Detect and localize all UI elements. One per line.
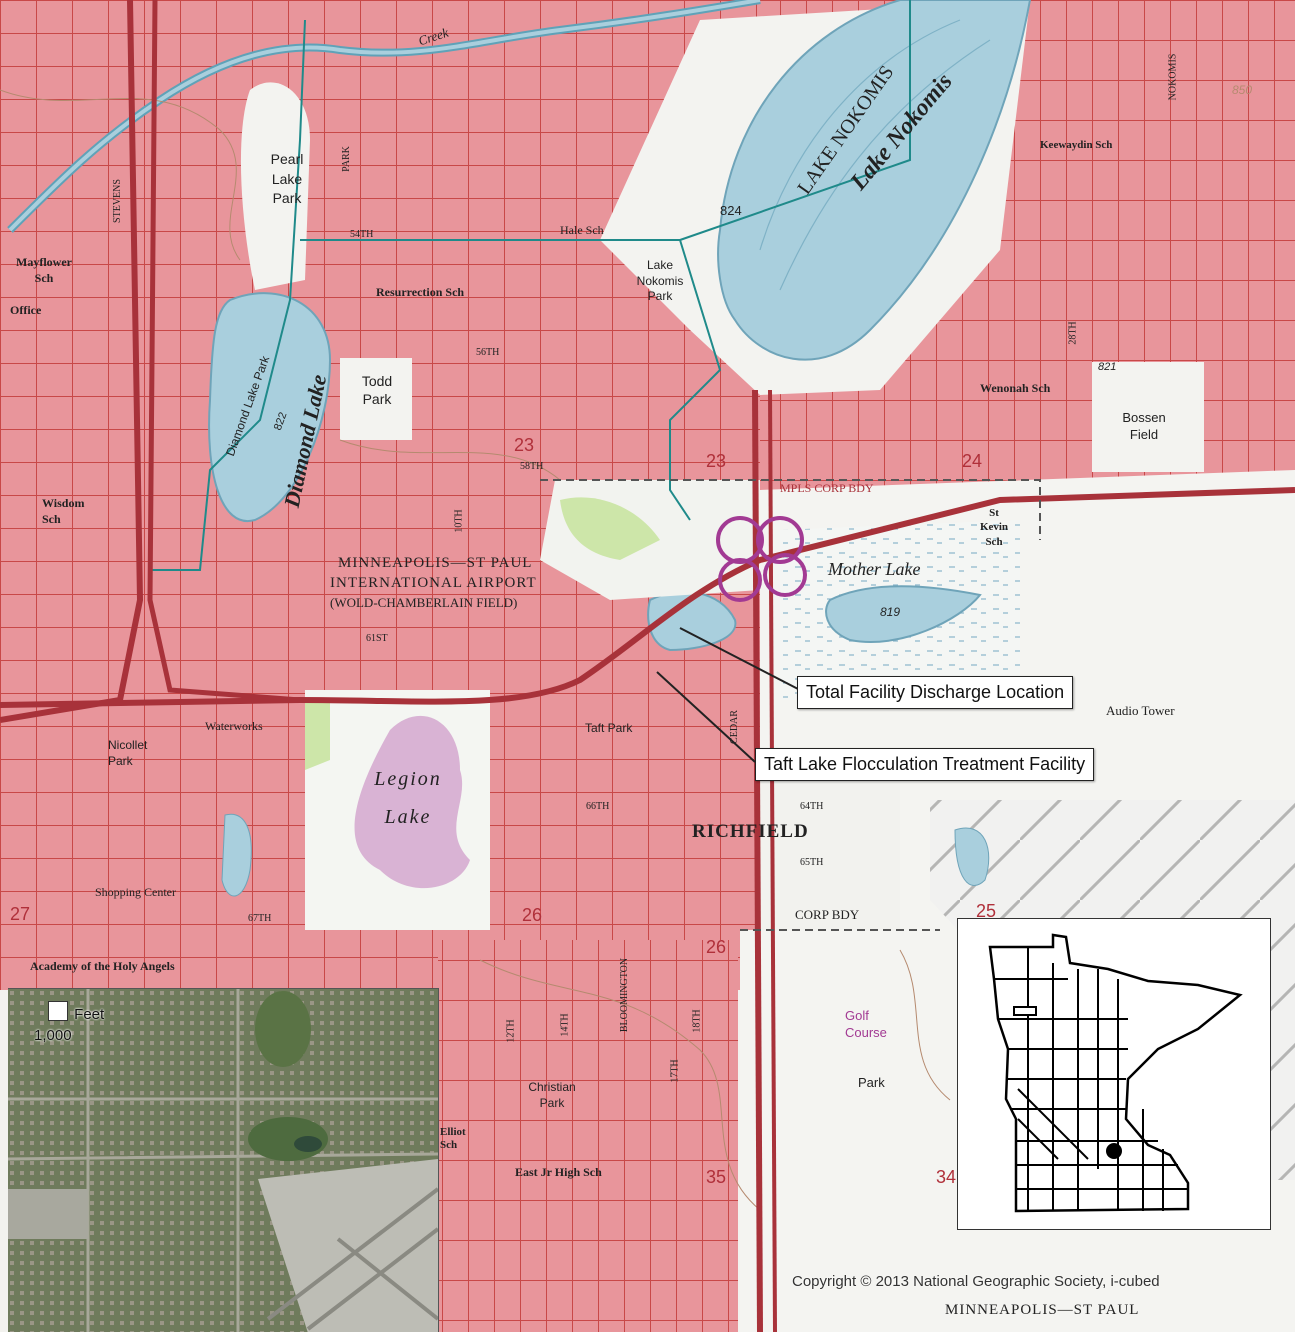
label-richfield: RICHFIELD [692,821,809,842]
label-street-64th: 64TH [800,801,824,812]
scale-value: 1,000 [34,1027,72,1044]
callout-flocculation-facility[interactable]: Taft Lake Flocculation Treatment Facilit… [755,748,1095,781]
label-nicollet-park: Nicollet Park [108,738,148,768]
label-elev-819: 819 [880,605,901,619]
label-section-25: 25 [976,901,997,921]
copyright-text: Copyright © 2013 National Geographic Soc… [792,1273,1160,1290]
label-street-67th: 67TH [248,913,272,924]
label-airport-line1: MINNEAPOLIS—ST PAUL [338,555,533,571]
scale-unit: Feet [74,1006,105,1023]
label-resurrection-sch: Resurrection Sch [376,285,465,299]
label-waterworks: Waterworks [205,719,263,733]
label-section-26b: 26 [706,937,727,957]
label-shopping-center: Shopping Center [95,885,176,899]
callout-discharge-location[interactable]: Total Facility Discharge Location [797,676,1074,709]
label-mayflower-sch: Mayflower Sch [16,255,72,285]
label-nokomis-avenue: NOKOMIS [1167,53,1179,101]
label-keewaydin-sch: Keewaydin Sch [1040,139,1113,151]
label-east-jr-high-sch: East Jr High Sch [515,1165,602,1179]
label-christian-park: Christian Park [528,1080,576,1110]
label-bloomington-avenue: BLOOMINGTON [619,957,631,1033]
label-wenonah-sch: Wenonah Sch [980,381,1051,395]
label-office: Office [10,303,42,317]
minnesota-locator-map-icon [988,933,1243,1213]
label-taft-park: Taft Park [585,721,633,735]
label-cedar-avenue: CEDAR [728,710,740,744]
label-airport-line3: (WOLD-CHAMBERLAIN FIELD) [330,595,518,610]
minnesota-locator-inset[interactable] [957,918,1271,1230]
label-avenue-17th: 17TH [669,1059,681,1083]
label-elliot-sch: Elliot Sch [440,1126,466,1152]
label-elev-821: 821 [1098,361,1117,373]
label-airport-line2: INTERNATIONAL AIRPORT [330,575,537,591]
label-street-61st: 61ST [366,633,388,644]
label-street-66th: 66TH [586,801,610,812]
label-mother-lake: Mother Lake [828,559,921,579]
label-park-avenue: PARK [340,146,352,172]
label-st-kevin-sch: St Kevin Sch [979,507,1009,548]
label-street-58th: 58TH [520,461,544,472]
label-lake-nokomis-park: Lake Nokomis Park [636,258,684,304]
aerial-imagery [8,989,438,1332]
label-avenue-14th: 14TH [559,1013,571,1037]
label-legion-lake: Legion Lake [374,768,442,828]
label-section-34: 34 [936,1167,957,1187]
label-stevens-avenue: STEVENS [111,179,123,223]
label-park: Park [858,1075,885,1090]
label-avenue-12th: 12TH [505,1019,517,1043]
label-section-26a: 26 [522,905,543,925]
label-section-23a: 23 [514,435,535,455]
label-section-27: 27 [10,904,31,924]
label-mpls-corp-bdy: MPLS CORP BDY [780,481,874,495]
label-street-65th: 65TH [800,857,824,868]
label-elev-850: 850 [1232,83,1253,97]
aerial-inset-map[interactable]: Feet 1,000 [8,988,439,1332]
label-todd-park: Todd Park [361,373,393,408]
label-street-54th: 54TH [350,229,374,240]
label-elev-824: 824 [720,203,742,218]
label-section-24: 24 [962,451,983,471]
label-corp-bdy: CORP BDY [795,907,860,922]
label-pearl-lake-park: Pearl Lake Park [270,151,304,207]
label-section-35: 35 [706,1167,727,1187]
label-golf-course: Golf Course [845,1008,887,1040]
label-hale-sch: Hale Sch [560,223,604,237]
label-section-23b: 23 [706,451,727,471]
label-academy: Academy of the Holy Angels [30,959,175,973]
label-avenue-10th: 10TH [453,509,465,533]
label-avenue-28th: 28TH [1067,321,1079,345]
label-avenue-18th: 18TH [691,1009,703,1033]
scale-bar: Feet [48,1001,104,1023]
label-airport-bottom: MINNEAPOLIS—ST PAUL [945,1302,1140,1318]
label-wisdom-sch: Wisdom Sch [42,496,85,526]
label-street-56th: 56TH [476,347,500,358]
label-audio-tower: Audio Tower [1106,703,1175,718]
scale-square-icon [48,1001,68,1021]
label-bossen-field: Bossen Field [1122,410,1166,442]
